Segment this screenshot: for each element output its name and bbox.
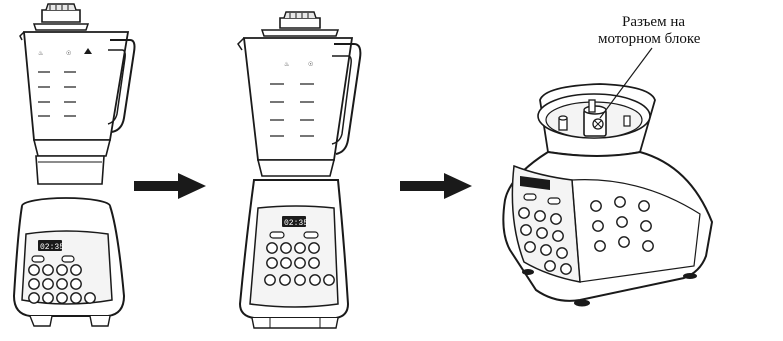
- figure-disassembled: ♨ ☉ 02:35: [12, 3, 136, 327]
- callout-leader-line: [599, 47, 653, 119]
- arrow-step-2: [400, 173, 472, 199]
- figure-motor-base: [502, 47, 714, 307]
- display-readout: 02:35: [40, 243, 64, 252]
- connector-callout-label: Разъем на моторном блоке: [598, 14, 783, 48]
- locking-pin: [558, 115, 568, 131]
- svg-text:♨: ♨: [38, 50, 43, 57]
- callout-line-2: моторном блоке: [598, 31, 701, 47]
- arrow-step-1: [134, 173, 206, 199]
- motor-base-front: 02:35: [12, 197, 126, 327]
- svg-text:☉: ☉: [66, 50, 71, 57]
- assembled-jug: ♨ ☉: [237, 37, 362, 177]
- assembled-lid-knob: [260, 11, 340, 37]
- display-readout-2: 02:35: [284, 219, 308, 228]
- jug-lid-knob: [32, 3, 90, 31]
- blender-jug: ♨ ☉: [19, 31, 136, 185]
- figure-assembled: ♨ ☉ 02:35: [237, 11, 362, 329]
- assembled-base: 02:35: [238, 179, 350, 329]
- svg-text:☉: ☉: [308, 61, 313, 68]
- callout-line-1: Разъем на: [622, 14, 686, 30]
- svg-text:♨: ♨: [284, 61, 289, 68]
